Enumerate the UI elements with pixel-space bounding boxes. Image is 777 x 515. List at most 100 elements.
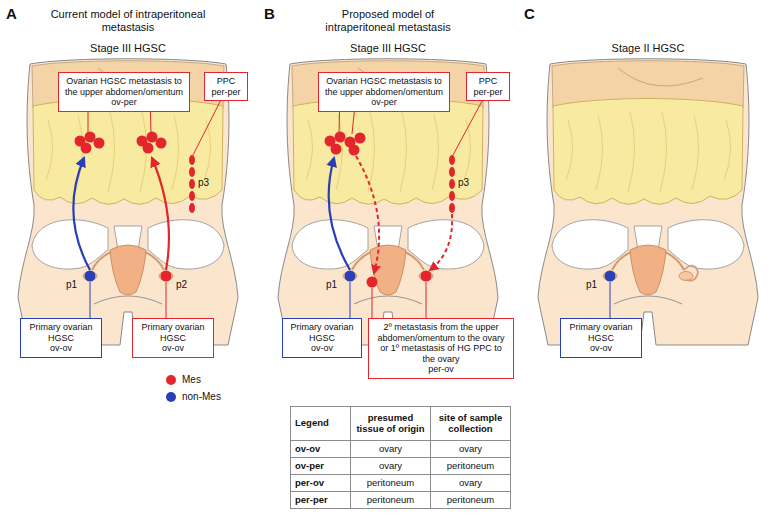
- mes-dot: [147, 132, 158, 143]
- sample-code: ov-ov: [287, 343, 357, 354]
- legend-text: non-Mes: [182, 391, 221, 402]
- table-header: Legend: [291, 407, 350, 440]
- spread-arrow-dashed: [430, 214, 452, 270]
- box-text: 2º metastasis from the upper abdomen/ome…: [373, 322, 509, 364]
- body-figure: [18, 59, 238, 345]
- mes-dot: [421, 271, 432, 282]
- table-cell: per-ov: [291, 475, 350, 491]
- panel-letter: A: [6, 5, 28, 22]
- spread-arrow-dashed: [356, 156, 379, 273]
- spread-arrow: [152, 158, 169, 270]
- sample-code: ov-ov: [137, 343, 209, 354]
- sample-code: per-ov: [373, 364, 509, 375]
- sample-code: ov-ov: [565, 343, 637, 354]
- primary-tumour-box: Primary ovarian HGSCov-ov: [282, 318, 362, 358]
- mes-dot: [81, 143, 92, 154]
- peritoneal-dot: [189, 155, 195, 165]
- peritoneal-dot: [189, 191, 195, 201]
- panel-title: Proposed model of intraperitoneal metast…: [308, 8, 468, 33]
- peritoneal-dot: [189, 179, 195, 189]
- non-mes-dot: [345, 271, 356, 282]
- spread-arrow: [329, 158, 350, 270]
- mes-dot: [331, 144, 342, 155]
- box-text: Ovarian HGSC metastasis to the upper abd…: [323, 76, 445, 97]
- peritoneal-dot: [449, 191, 455, 201]
- mes-dot: [355, 133, 366, 144]
- table-cell: ovary: [351, 458, 430, 474]
- table-cell: per-per: [291, 492, 350, 508]
- secondary-metastasis-box: 2º metastasis from the upper abdomen/ome…: [368, 318, 514, 379]
- ppc-box: PPCper-per: [204, 72, 248, 101]
- panel-letter: C: [524, 5, 546, 22]
- metastasis-box: Ovarian HGSC metastasis to the upper abd…: [318, 72, 450, 112]
- spread-arrow: [73, 158, 90, 270]
- callout-number: p3: [458, 177, 474, 189]
- sample-code: per-per: [209, 87, 243, 98]
- box-text: Primary ovarian HGSC: [137, 322, 209, 343]
- metastasis-box: Ovarian HGSC metastasis to the upper abd…: [58, 72, 190, 112]
- mes-dot: [143, 143, 154, 154]
- primary-tumour-box: Primary ovarian HGSCov-ov: [20, 318, 102, 358]
- primary-tumour-box: Primary ovarian HGSCov-ov: [560, 318, 642, 358]
- body-figure: [278, 59, 498, 345]
- panel-letter: B: [264, 5, 286, 22]
- non-mes-dots: [85, 271, 616, 282]
- sample-code: per-per: [471, 87, 505, 98]
- legend-swatch: [166, 392, 176, 402]
- table-grid: [291, 407, 511, 509]
- peritoneal-dot: [449, 203, 455, 213]
- mes-dot: [161, 271, 172, 282]
- box-text: Primary ovarian HGSC: [25, 322, 97, 343]
- table-cell: peritoneum: [431, 458, 510, 474]
- non-mes-dot: [85, 271, 96, 282]
- table-cell: peritoneum: [431, 492, 510, 508]
- peritoneal-dot: [449, 155, 455, 165]
- box-text: PPC: [209, 76, 243, 87]
- sample-code: ov-per: [323, 97, 445, 108]
- mes-dot: [335, 132, 346, 143]
- callout-number: p2: [176, 279, 192, 291]
- peritoneal-dot: [449, 167, 455, 177]
- table-cell: ovary: [431, 441, 510, 457]
- table-cell: peritoneum: [351, 492, 430, 508]
- callout-number: p1: [586, 279, 602, 291]
- table-cell: peritoneum: [351, 475, 430, 491]
- peritoneal-dot: [189, 203, 195, 213]
- box-text: Primary ovarian HGSC: [565, 322, 637, 343]
- ppc-box: PPCper-per: [466, 72, 510, 101]
- table-cell: ovary: [351, 441, 430, 457]
- mes-dot: [85, 132, 96, 143]
- stage-label: Stage III HGSC: [328, 42, 448, 55]
- panel-title: Current model of intraperitoneal metasta…: [48, 8, 208, 33]
- callout-number: p1: [66, 279, 82, 291]
- body-figure: [538, 59, 758, 345]
- mes-dot: [367, 277, 378, 288]
- mes-dot: [349, 145, 360, 156]
- sample-code: ov-ov: [25, 343, 97, 354]
- table-cell: ov-ov: [291, 441, 350, 457]
- legend-item: Mes: [166, 374, 201, 385]
- box-text: PPC: [471, 76, 505, 87]
- stage-label: Stage II HGSC: [588, 42, 708, 55]
- stage-label: Stage III HGSC: [68, 42, 188, 55]
- box-text: Primary ovarian HGSC: [287, 322, 357, 343]
- callout-number: p1: [326, 279, 342, 291]
- table-border: [291, 407, 511, 509]
- legend-item: non-Mes: [166, 391, 221, 402]
- table-header: site of sample collection: [431, 407, 510, 440]
- table-lines: [291, 407, 511, 509]
- callout-number: p3: [198, 177, 214, 189]
- mes-dots: [75, 132, 456, 288]
- mes-dot: [94, 138, 105, 149]
- legend-text: Mes: [182, 374, 201, 385]
- peritoneal-dot: [189, 167, 195, 177]
- table-cell: ovary: [431, 475, 510, 491]
- primary-tumour-box: Primary ovarian HGSCov-ov: [132, 318, 214, 358]
- peritoneal-dot: [449, 179, 455, 189]
- box-text: Ovarian HGSC metastasis to the upper abd…: [63, 76, 185, 97]
- table-header: presumed tissue of origin: [351, 407, 430, 440]
- sample-code: ov-per: [63, 97, 185, 108]
- non-mes-dot: [605, 271, 616, 282]
- leader-lines: [88, 90, 610, 330]
